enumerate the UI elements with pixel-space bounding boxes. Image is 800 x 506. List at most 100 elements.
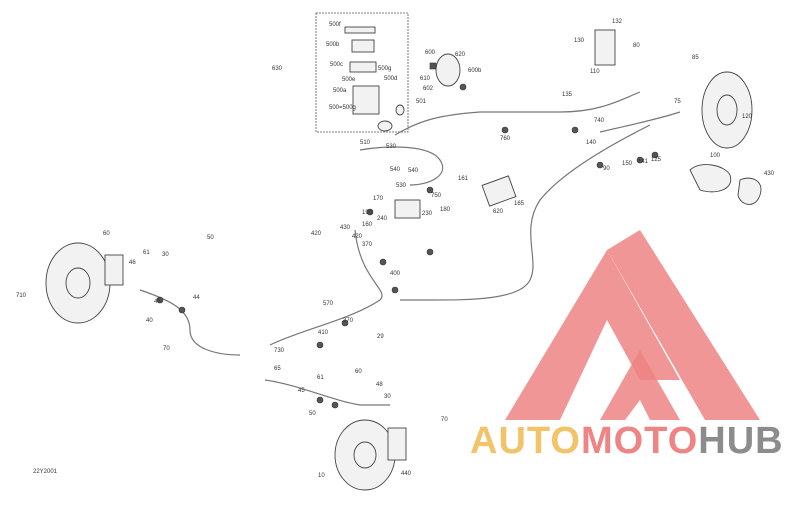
callout-label: 500a <box>333 88 347 94</box>
callout-label: 500f <box>329 22 341 28</box>
callout-label: 540 <box>390 167 401 173</box>
fittings <box>156 126 659 409</box>
callout-label: 61 <box>143 250 150 256</box>
callout-label: 40 <box>146 318 153 324</box>
caliper-right <box>689 164 762 205</box>
callout-label: 430 <box>340 225 351 231</box>
brake-disc-left <box>45 242 124 324</box>
callout-label: 10 <box>318 473 325 479</box>
callout-label: 530 <box>386 144 397 150</box>
callout-label: 170 <box>373 196 384 202</box>
callout-label: 620 <box>493 209 504 215</box>
callout-label: 240 <box>377 216 388 222</box>
callout-label: 500=500g <box>329 105 356 111</box>
callout-label: 710 <box>16 293 27 299</box>
callout-label: 501 <box>416 99 427 105</box>
diagram-code: 22Y2001 <box>33 469 58 475</box>
bracket-top-right <box>594 29 616 66</box>
callout-label: 500b <box>326 42 340 48</box>
callout-label: 65 <box>274 366 281 372</box>
callout-label: 500d <box>384 76 397 82</box>
reservoir-assembly <box>429 53 467 91</box>
callout-label: 50 <box>207 235 214 241</box>
bracket-right <box>481 175 517 207</box>
callout-label: 125 <box>651 157 662 163</box>
callout-label: 730 <box>274 348 285 354</box>
callout-label: 70 <box>163 346 170 352</box>
callout-label: 420 <box>311 231 322 237</box>
callout-label: 600 <box>425 50 436 56</box>
master-cylinder-parts <box>344 26 405 132</box>
callout-label: 60 <box>355 369 362 375</box>
callout-label: 70 <box>441 417 448 423</box>
callout-label: 141 <box>638 159 649 165</box>
callout-label: 620 <box>455 52 466 58</box>
callout-label: 60 <box>103 231 110 237</box>
callout-label: 602 <box>423 86 434 92</box>
callout-label: 740 <box>594 118 605 124</box>
callout-label: 165 <box>514 201 525 207</box>
callout-label: 100 <box>710 153 721 159</box>
callout-label: 410 <box>318 330 329 336</box>
callout-label: 44 <box>193 295 200 301</box>
callout-label: 120 <box>742 114 753 120</box>
callout-label: 29 <box>377 334 384 340</box>
hose-left <box>269 229 383 346</box>
hose-center <box>359 146 444 186</box>
callout-label: 130 <box>574 38 585 44</box>
callout-label: 630 <box>272 66 283 72</box>
logo-part-1: AUTO <box>470 420 581 462</box>
callout-label: 190 <box>362 210 373 216</box>
callout-label: 46 <box>129 260 136 266</box>
callout-label: 135 <box>562 92 573 98</box>
callout-label: 530 <box>396 183 407 189</box>
callout-label: 180 <box>440 207 451 213</box>
callout-label: 440 <box>401 471 412 477</box>
callout-label: 50 <box>309 411 316 417</box>
callout-label: 30 <box>162 252 169 258</box>
callout-label: 75 <box>674 99 681 105</box>
callout-label: 161 <box>458 176 469 182</box>
logo-mark <box>505 230 760 420</box>
callout-label: 540 <box>408 168 419 174</box>
callout-label: 370 <box>362 242 373 248</box>
callout-label: 45 <box>298 388 305 394</box>
callout-label: 600b <box>468 68 482 74</box>
callout-label: 90 <box>603 166 610 172</box>
callout-label: 400 <box>390 271 401 277</box>
logo-part-3: HUB <box>698 420 784 462</box>
callout-label: 570 <box>323 301 334 307</box>
hose-rear <box>264 379 390 406</box>
callout-label: 110 <box>590 69 600 75</box>
callout-label: 500g <box>378 66 391 72</box>
hose-right <box>599 111 681 133</box>
callout-label: 610 <box>420 76 431 82</box>
callout-label: 500e <box>342 77 356 83</box>
callout-label: 510 <box>360 140 371 146</box>
callout-label: 760 <box>500 136 511 142</box>
callout-label: 430 <box>764 171 775 177</box>
callout-label: 132 <box>612 19 623 25</box>
hose-upper <box>394 91 641 136</box>
callout-label: 30 <box>384 394 391 400</box>
callout-label: 48 <box>376 382 383 388</box>
bracket-center <box>394 199 421 219</box>
callout-label: 140 <box>586 140 597 146</box>
callout-label: 750 <box>431 193 442 199</box>
callout-label: 45 <box>154 299 161 305</box>
master-cylinder-box <box>315 12 409 133</box>
hose-main <box>400 124 651 301</box>
brake-disc-bottom <box>334 419 407 491</box>
callout-label: 230 <box>422 211 433 217</box>
callout-label: 160 <box>362 222 373 228</box>
automotohub-logo: AUTOMOTOHUB <box>470 420 800 470</box>
logo-part-2: MOTO <box>580 420 699 462</box>
callout-label: 150 <box>622 161 633 167</box>
callout-label: 420 <box>352 234 363 240</box>
callout-label: 61 <box>317 375 324 381</box>
callout-label: 80 <box>633 43 640 49</box>
callout-label: 85 <box>692 55 699 61</box>
